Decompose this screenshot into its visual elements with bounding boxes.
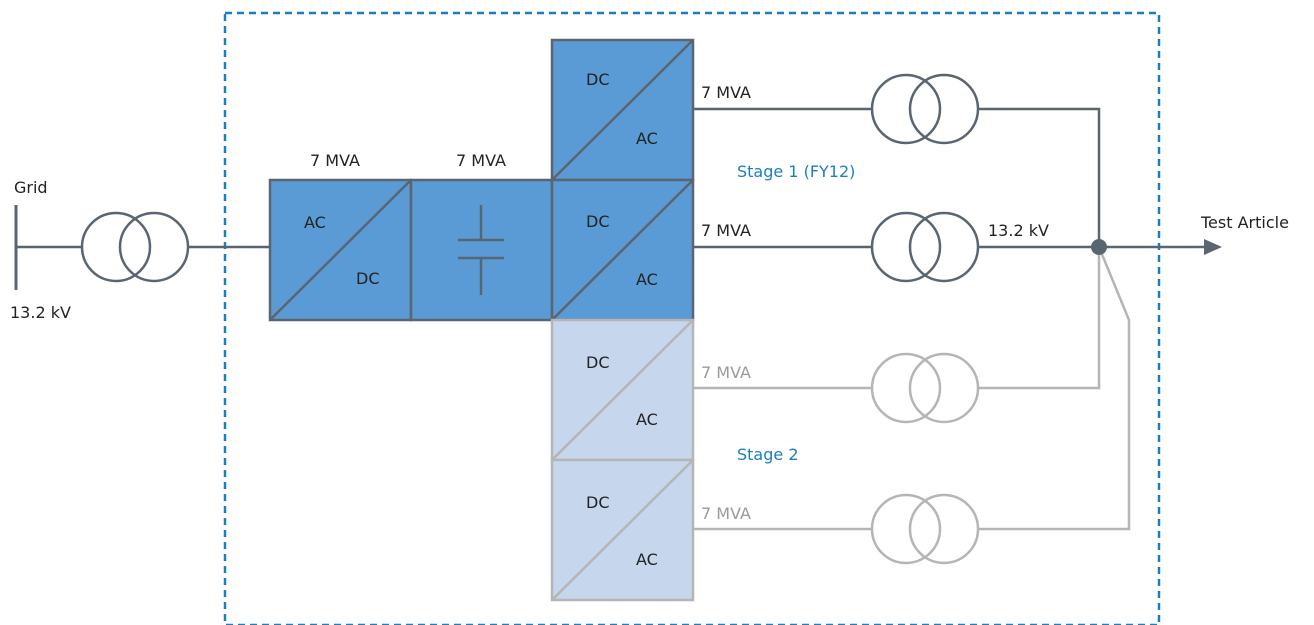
- transformer-1-icon: [870, 73, 980, 145]
- inverter-2: DC AC: [550, 178, 695, 322]
- test-article-label: Test Article: [1200, 213, 1289, 232]
- inverter-1: DC AC: [550, 38, 695, 182]
- facility-boundary: [223, 11, 1161, 625]
- inverter-3-dc-label: DC: [586, 353, 610, 372]
- feeder-4-rating-label: 7 MVA: [701, 504, 751, 523]
- grid-source: Grid 13.2 kV: [10, 178, 82, 322]
- inverter-1-dc-label: DC: [586, 70, 610, 89]
- feeder-2: 7 MVA: [693, 211, 1099, 283]
- stage-2-label: Stage 2: [737, 445, 799, 464]
- feeder-1: 7 MVA: [693, 73, 1101, 247]
- output-arrow-icon: [1204, 239, 1222, 255]
- rectifier-dc-label: DC: [356, 269, 380, 288]
- feeder-3-rating-label: 7 MVA: [701, 363, 751, 382]
- feeder-2-rating-label: 7 MVA: [701, 221, 751, 240]
- transformer-4-icon: [870, 493, 980, 565]
- transformer-3-icon: [870, 352, 980, 424]
- inverter-4-dc-label: DC: [586, 493, 610, 512]
- feeder-3: 7 MVA: [693, 247, 1101, 424]
- capacitor-icon: [458, 205, 504, 295]
- inverter-3-ac-label: AC: [636, 410, 658, 429]
- inverter-1-ac-label: AC: [636, 129, 658, 148]
- rectifier-ac-label: AC: [304, 213, 326, 232]
- feeder-1-rating-label: 7 MVA: [701, 83, 751, 102]
- feeder-4: 7 MVA: [693, 246, 1131, 565]
- rectifier-rating-label: 7 MVA: [310, 151, 360, 170]
- inverter-4: DC AC: [550, 458, 695, 602]
- grid-transformer-icon: [80, 211, 190, 283]
- inverter-2-dc-label: DC: [586, 212, 610, 231]
- transformer-2-icon: [870, 211, 980, 283]
- rectifier-ac-dc: AC DC: [268, 178, 413, 322]
- grid-label: Grid: [14, 178, 48, 197]
- dc-link-rating-label: 7 MVA: [456, 151, 506, 170]
- grid-voltage-label: 13.2 kV: [10, 303, 71, 322]
- inverter-3: DC AC: [550, 318, 695, 462]
- inverter-2-ac-label: AC: [636, 270, 658, 289]
- bus-voltage-label: 13.2 kV: [988, 221, 1049, 240]
- inverter-4-ac-label: AC: [636, 550, 658, 569]
- stage-1-label: Stage 1 (FY12): [737, 162, 855, 181]
- dc-link: [409, 178, 554, 322]
